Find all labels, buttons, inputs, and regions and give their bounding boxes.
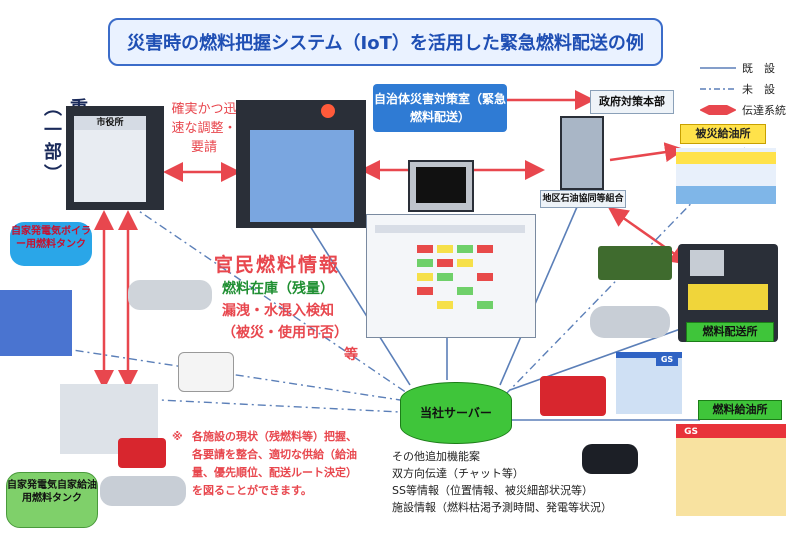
dashboard-cell bbox=[477, 245, 493, 253]
delivery-monitor bbox=[690, 250, 724, 276]
legend-unbuilt: 未 設 bbox=[700, 81, 775, 97]
dashboard-cell bbox=[457, 287, 473, 295]
disaster-station-illustration bbox=[676, 148, 776, 204]
dashboard-cell bbox=[457, 245, 473, 253]
legend-existing: 既 設 bbox=[700, 60, 775, 76]
delivery-trucks bbox=[688, 284, 768, 310]
boiler-fuel-tank: 自家発電気ボイラー用燃料タンク bbox=[10, 222, 92, 266]
note-line: 各施設の現状（残燃料等）把握、 bbox=[192, 430, 357, 443]
dashboard-cell bbox=[417, 287, 433, 295]
city-hall-facade: 市役所 bbox=[74, 116, 146, 202]
tanker-truck-bottom-icon bbox=[100, 476, 186, 506]
regional-association: 地区石油協同等組合 bbox=[540, 190, 626, 208]
legend-existing-label: 既 設 bbox=[742, 62, 775, 75]
monitor-screen bbox=[416, 167, 466, 203]
line-dash-1 bbox=[129, 204, 411, 396]
line-assoc-station bbox=[609, 142, 685, 163]
info-list: 燃料在庫（残量） 漏洩・水混入検知 （被災・使用可否） 等 bbox=[222, 278, 372, 366]
dashboard-header-bar bbox=[375, 225, 525, 233]
line-hq-server bbox=[299, 209, 411, 386]
additional-functions: その他追加機能案 双方向伝達（チャット等） SS等情報（位置情報、被災細部状況等… bbox=[392, 448, 662, 516]
gs-station-illustration: GS bbox=[616, 352, 682, 414]
info-line: （被災・使用可否） bbox=[222, 325, 348, 341]
monitor-icon bbox=[408, 160, 474, 212]
note-block: ※ 各施設の現状（残燃料等）把握、 各要請を整合、適切な供給（給油 量、優先順位… bbox=[172, 428, 404, 500]
dashboard-cell bbox=[417, 273, 433, 281]
police-car-icon bbox=[582, 444, 638, 474]
fuel-delivery-label: 燃料配送所 bbox=[686, 322, 774, 342]
note-line: を図ることができます。 bbox=[192, 484, 312, 497]
additional-line: 施設情報（燃料枯渇予測時間、発電等状況） bbox=[392, 501, 612, 514]
info-line: 漏洩・水混入検知 bbox=[222, 303, 334, 319]
line-dash-4 bbox=[504, 147, 746, 396]
additional-line: SS等情報（位置情報、被災細部状況等） bbox=[392, 484, 593, 497]
military-truck-icon bbox=[598, 246, 672, 280]
legend-transmission: 伝達系統 bbox=[700, 102, 786, 118]
flood-water bbox=[676, 186, 776, 204]
fire-truck-icon bbox=[540, 376, 606, 416]
disaster-station-label: 被災給油所 bbox=[680, 124, 766, 144]
association-building bbox=[560, 116, 604, 190]
legend-transmission-label: 伝達系統 bbox=[742, 104, 786, 117]
hq-label: 自治体災害対策室（緊急燃料配送） bbox=[373, 84, 507, 132]
city-hall-building: 市役所 bbox=[66, 106, 164, 210]
hospital-building bbox=[0, 290, 72, 356]
line-assoc-server bbox=[499, 199, 581, 386]
diagram-title: 災害時の燃料把握システム（IoT）を活用した緊急燃料配送の例 bbox=[108, 18, 663, 66]
note-line: 量、優先順位、配送ルート決定） bbox=[192, 466, 357, 479]
line-assoc-delivery bbox=[607, 207, 691, 265]
request-note: 確実かつ迅速な調整・要請 bbox=[171, 102, 237, 155]
info-line: 等 bbox=[344, 347, 358, 363]
red-truck-icon bbox=[118, 438, 166, 468]
hq-facade bbox=[250, 130, 354, 222]
dashboard-cell bbox=[457, 259, 473, 267]
gs-sign-2: GS bbox=[684, 427, 698, 437]
siren-icon bbox=[321, 104, 335, 118]
fuel-station-label: 燃料給油所 bbox=[698, 400, 782, 420]
additional-line: 双方向伝達（チャット等） bbox=[392, 467, 524, 480]
dashboard-cell bbox=[437, 301, 453, 309]
info-title: 官民燃料情報 bbox=[214, 254, 341, 276]
gs-sign: GS bbox=[656, 354, 678, 366]
note-mark: ※ bbox=[172, 430, 183, 443]
city-hall-sign: 市役所 bbox=[74, 116, 146, 130]
ambulance-icon bbox=[178, 352, 234, 392]
dashboard-cell bbox=[417, 245, 433, 253]
government-hq: 政府対策本部 bbox=[590, 90, 674, 114]
dashboard-cell bbox=[417, 259, 433, 267]
dashboard-cell bbox=[437, 273, 453, 281]
dashboard-screenshot bbox=[366, 214, 536, 338]
dashboard-cell bbox=[437, 259, 453, 267]
station-canopy bbox=[676, 152, 776, 164]
legend-unbuilt-label: 未 設 bbox=[742, 83, 775, 96]
info-line: 燃料在庫（残量） bbox=[222, 281, 334, 297]
additional-title: その他追加機能案 bbox=[392, 450, 480, 463]
generator-fuel-tank: 自家発電気自家給油用燃料タンク bbox=[6, 472, 98, 528]
server: 当社サーバー bbox=[400, 382, 512, 444]
hq-building bbox=[236, 100, 366, 228]
dashboard-cell bbox=[477, 301, 493, 309]
tanker-truck-icon bbox=[590, 306, 670, 338]
dashboard-cell bbox=[477, 273, 493, 281]
tanker-truck-left-icon bbox=[128, 280, 212, 310]
fuel-station-illustration: GS bbox=[676, 424, 786, 516]
dashboard-cell bbox=[437, 245, 453, 253]
note-line: 各要請を整合、適切な供給（給油 bbox=[192, 448, 357, 461]
